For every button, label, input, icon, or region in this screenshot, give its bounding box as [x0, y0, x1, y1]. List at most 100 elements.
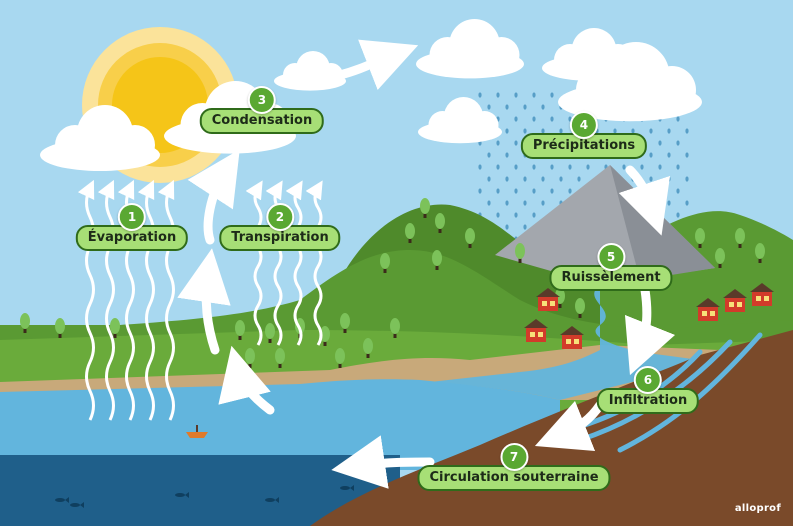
rain-drop — [505, 152, 509, 158]
rain-drop — [505, 200, 509, 206]
step-number: 6 — [633, 366, 662, 394]
rain-drop — [577, 176, 581, 182]
cloud-icon — [274, 51, 346, 91]
rain-drop — [658, 164, 662, 170]
rain-drop — [568, 188, 572, 194]
rain-drop — [658, 140, 662, 146]
cloud-icon — [416, 18, 524, 79]
land — [0, 250, 793, 360]
rain-drop — [514, 188, 518, 194]
rain-drop — [559, 128, 563, 134]
rain-drop — [640, 164, 644, 170]
rain-drop — [676, 164, 680, 170]
rain-drop — [685, 128, 689, 134]
rain-drop — [667, 176, 671, 182]
rain-drop — [541, 200, 545, 206]
cloud-icon — [542, 28, 638, 81]
rain-drop — [649, 176, 653, 182]
rain-drop — [613, 128, 617, 134]
step-label: Circulation souterraine — [417, 465, 611, 491]
rain-drop — [685, 200, 689, 206]
rain-drop — [541, 104, 545, 110]
rain-drop — [631, 128, 635, 134]
cloud-icon — [418, 97, 502, 144]
rain-drop — [568, 164, 572, 170]
rain-drop — [550, 116, 554, 122]
rain-drop — [541, 176, 545, 182]
rain-drop — [478, 164, 482, 170]
rain-drop — [487, 200, 491, 206]
step-precipitations: 4 Précipitations — [520, 111, 648, 159]
cloud-icon — [40, 105, 160, 171]
step-number: 3 — [247, 86, 276, 114]
rain-drop — [676, 188, 680, 194]
rain-drop — [523, 104, 527, 110]
rain-drop — [487, 152, 491, 158]
rain-drop — [523, 176, 527, 182]
transpiration-arrow — [285, 180, 303, 346]
rain-drop — [514, 92, 518, 98]
rain-drop — [649, 152, 653, 158]
rain-drop — [496, 164, 500, 170]
fish-icon — [265, 497, 279, 503]
fish-icon — [55, 497, 69, 503]
rain-drop — [505, 128, 509, 134]
step-number: 2 — [265, 203, 294, 231]
step-number: 4 — [569, 111, 598, 139]
rain-drop — [523, 128, 527, 134]
rain-drop — [487, 104, 491, 110]
rain-drop — [514, 140, 518, 146]
rain-drop — [550, 92, 554, 98]
rain-drop — [514, 212, 518, 218]
transpiration-arrow — [305, 180, 323, 346]
rain-drop — [496, 188, 500, 194]
step-evaporation: 1 Évaporation — [75, 203, 189, 251]
rain-drop — [523, 200, 527, 206]
rain-drop — [532, 188, 536, 194]
fish-icon — [175, 492, 189, 498]
rain-drop — [496, 140, 500, 146]
rain-drop — [676, 140, 680, 146]
transpiration-arrow — [245, 180, 263, 346]
rain-drop — [532, 116, 536, 122]
rain-drop — [505, 176, 509, 182]
rain-drop — [487, 176, 491, 182]
step-transpiration: 2 Transpiration — [219, 203, 341, 251]
step-number: 1 — [118, 203, 146, 231]
rain-drop — [586, 164, 590, 170]
rain-drop — [550, 188, 554, 194]
rain-drop — [685, 176, 689, 182]
step-circulation-souterraine: 7 Circulation souterraine — [417, 443, 611, 491]
rain-drop — [514, 116, 518, 122]
rain-drop — [478, 188, 482, 194]
step-condensation: 3 Condensation — [199, 86, 325, 134]
rain-drop — [676, 116, 680, 122]
rain-drop — [649, 128, 653, 134]
step-label: Précipitations — [520, 133, 648, 159]
rain-drop — [541, 128, 545, 134]
boat-icon — [186, 425, 208, 438]
step-ruisselement: 5 Ruissèlement — [549, 243, 673, 291]
rain-drop — [667, 200, 671, 206]
step-number: 5 — [597, 243, 625, 271]
rain-drop — [685, 152, 689, 158]
rain-drop — [514, 164, 518, 170]
brand-logo: alloprof — [734, 503, 781, 514]
rain-drop — [532, 164, 536, 170]
rain-drop — [505, 224, 509, 230]
rain-drop — [478, 92, 482, 98]
rain-drop — [667, 128, 671, 134]
rain-drop — [532, 212, 536, 218]
rain-drop — [496, 212, 500, 218]
fish-icon — [70, 502, 84, 508]
rain-drop — [532, 92, 536, 98]
rain-drop — [505, 104, 509, 110]
rain-drop — [622, 164, 626, 170]
lake — [0, 379, 560, 470]
rain-drop — [523, 224, 527, 230]
rain-drop — [550, 164, 554, 170]
rain-drop — [667, 152, 671, 158]
rain-drop — [676, 212, 680, 218]
step-infiltration: 6 Infiltration — [596, 366, 700, 414]
